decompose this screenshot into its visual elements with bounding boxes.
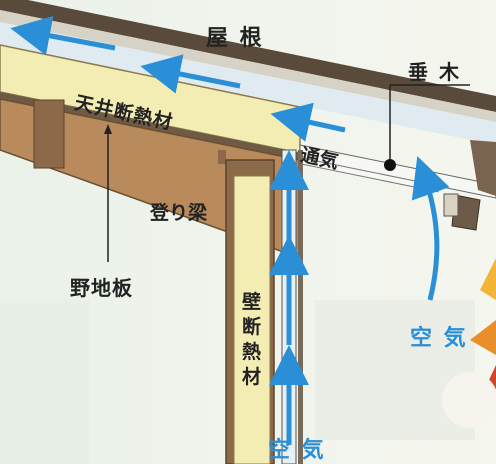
sheathing-leader-arrowhead — [104, 124, 112, 134]
air-arrow-roof-middle — [140, 54, 241, 94]
roof-sheathing-board — [0, 92, 300, 160]
vent-opening — [443, 193, 459, 217]
air-label-bottom: 空 気 — [268, 438, 326, 463]
rafter-end — [470, 140, 496, 196]
air-arrow-roof-left — [10, 16, 116, 56]
wall-exterior-board — [298, 150, 303, 464]
ventilation-layer — [0, 22, 496, 145]
roof-label: 屋 根 — [206, 26, 264, 51]
roof-sheathing-label: 野地板 — [70, 276, 133, 300]
beam-block-small — [218, 150, 226, 164]
rafter-leader-dot — [384, 159, 396, 171]
sloped-beam-label: 登り梁 — [150, 202, 208, 224]
air-label-right: 空 気 — [410, 326, 468, 351]
roof-board — [0, 0, 496, 112]
beam-block-left — [33, 99, 65, 169]
roof-surface — [0, 10, 496, 122]
rafter-label: 垂 木 — [408, 60, 461, 84]
sun-decoration — [442, 258, 496, 428]
background-panel-left — [0, 300, 90, 464]
wall-insulation-label: 壁断熱材 — [242, 291, 262, 388]
air-arrow-eave-curve — [411, 156, 450, 301]
wall-insulation — [233, 175, 271, 464]
air-arrow-roof-right — [270, 102, 346, 142]
